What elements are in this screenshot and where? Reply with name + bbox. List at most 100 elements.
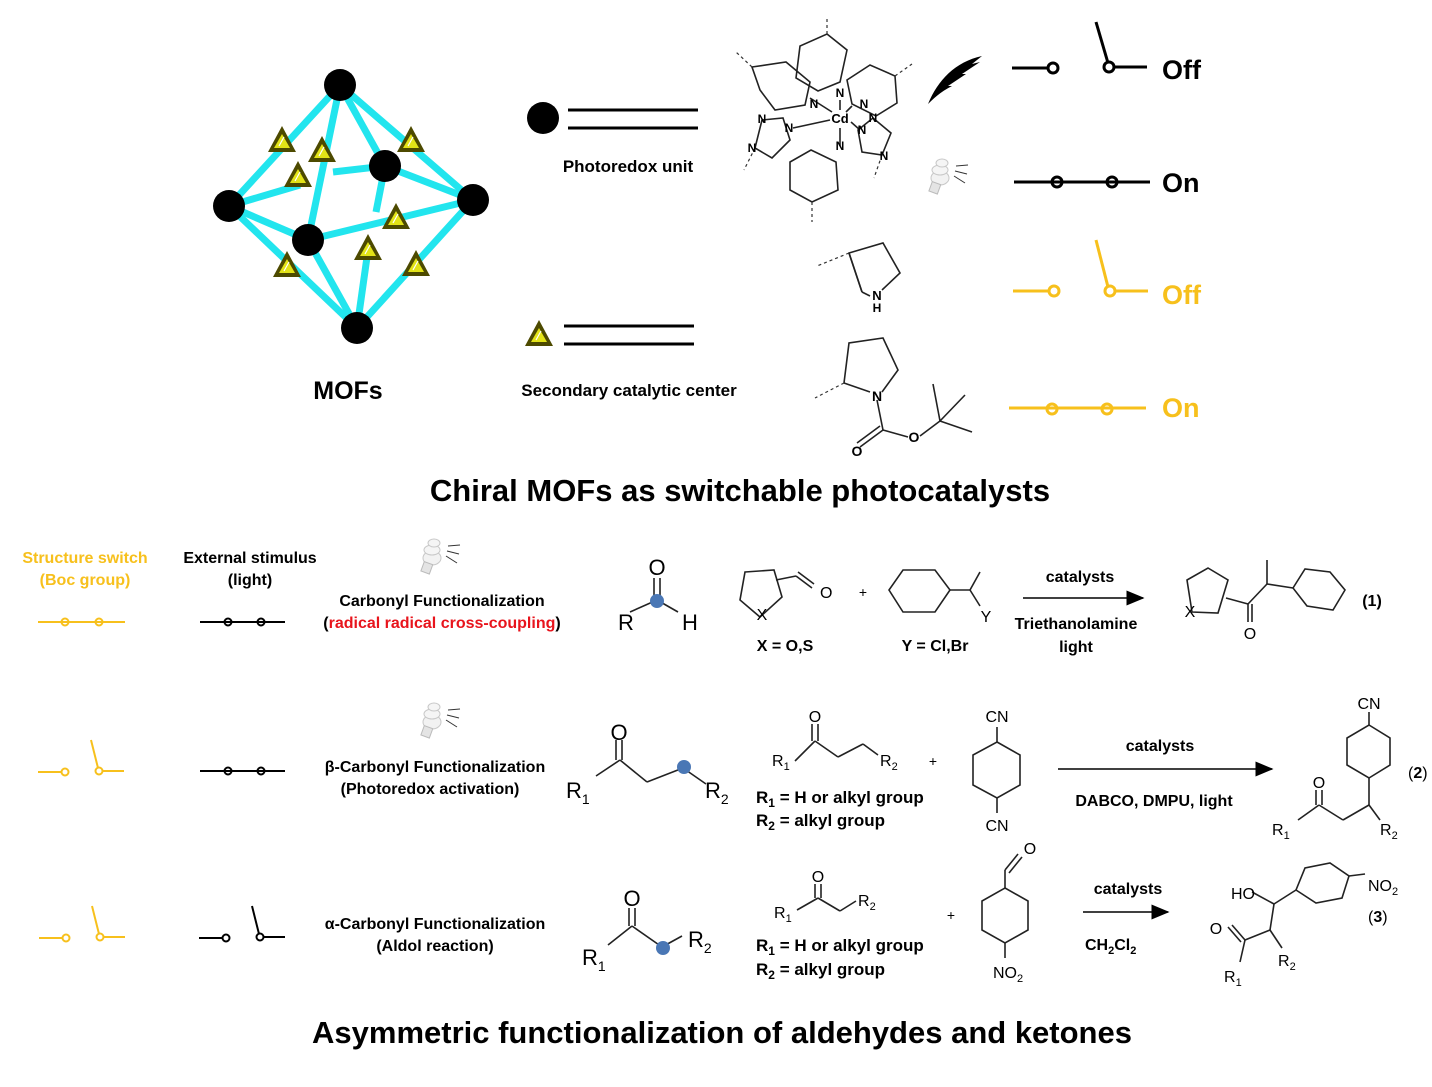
reaction-title: α-Carbonyl Functionalization <box>325 916 546 933</box>
reactive-site-marker <box>650 594 664 608</box>
o-atom: O <box>820 585 832 602</box>
switch-state-label: On <box>1162 168 1200 198</box>
switch-state-label: On <box>1162 393 1200 423</box>
n-atom: N <box>869 111 878 125</box>
x-atom: X <box>1185 604 1196 621</box>
external-stimulus-header: External stimulus <box>183 550 316 567</box>
cn-group: CN <box>985 709 1008 726</box>
o-atom: O <box>809 709 821 726</box>
stimulus-switch-on <box>200 617 285 627</box>
n-atom: N <box>836 86 845 100</box>
n-atom: N <box>872 388 882 404</box>
r1-definition: R1 = H or alkyl group <box>756 936 924 958</box>
r1-group: R1 <box>772 753 790 773</box>
reactant-label: X = O,S <box>757 638 814 655</box>
switch-structure-off: Off <box>1013 239 1202 310</box>
r2-group: R2 <box>705 778 729 807</box>
n-atom: N <box>748 141 757 155</box>
h-atom: H <box>682 610 698 635</box>
stimulus-switch-off <box>199 905 285 943</box>
cd-atom: Cd <box>831 111 848 126</box>
ketone-reactant-structure: O R1 R2 R1 = H or alkyl group R2 = alkyl… <box>756 869 924 982</box>
cd-complex-structure: Cd N N N N N N N N N N <box>735 16 913 222</box>
o-atom: O <box>623 886 640 911</box>
n-atom: N <box>860 97 869 111</box>
phenethyl-halide-structure: Y Y = Cl,Br <box>888 569 992 655</box>
r2-group: R2 <box>1380 822 1398 842</box>
light-bulb-icon <box>420 538 461 575</box>
arrow-condition: catalysts <box>1046 569 1115 586</box>
r-group: R <box>618 610 634 635</box>
heteroaryl-aldehyde-structure: O X X = O,S <box>739 569 832 655</box>
mof-diagram: MOFs <box>213 69 489 405</box>
n-atom: N <box>758 112 767 126</box>
r2-group: R2 <box>1278 953 1296 973</box>
arrow-condition: catalysts <box>1126 738 1195 755</box>
structure-switch-header: Structure switch <box>22 550 147 567</box>
r2-group: R2 <box>858 893 876 913</box>
ketone-reactant-structure: O R1 R2 R1 = H or alkyl group R2 = alkyl… <box>756 709 924 833</box>
product-1-structure: X O (1) <box>1185 560 1382 643</box>
structure-switch-on <box>38 617 125 627</box>
mof-label: MOFs <box>313 377 382 405</box>
metal-node <box>324 69 356 101</box>
secondary-center-triangles <box>267 125 431 278</box>
equation-number: (1) <box>1362 593 1382 610</box>
aldehyde-structure: O R H <box>618 555 698 635</box>
lightning-bolt-icon <box>928 56 982 104</box>
n-atom: N <box>880 149 889 163</box>
y-atom: Y <box>981 609 992 626</box>
o-atom: O <box>1024 841 1036 858</box>
no2-group: NO2 <box>1368 878 1398 898</box>
mof-nodes <box>213 69 489 344</box>
o-atom: O <box>909 429 920 445</box>
r2-group: R2 <box>880 753 898 773</box>
node-symbol-icon <box>527 102 559 134</box>
bottom-section-title: Asymmetric functionalization of aldehyde… <box>312 1015 1132 1050</box>
o-atom: O <box>852 443 863 459</box>
o-atom: O <box>648 555 665 580</box>
r2-definition: R2 = alkyl group <box>756 811 885 833</box>
reaction-subtitle: (Photoredox activation) <box>341 781 520 798</box>
triangle-icon <box>524 319 554 347</box>
n-atom: N <box>810 97 819 111</box>
r2-definition: R2 = alkyl group <box>756 960 885 982</box>
reactive-site-marker <box>656 941 670 955</box>
cn-group: CN <box>1357 696 1380 713</box>
legend-photoredox: Photoredox unit <box>527 102 698 176</box>
product-3-structure: HO O NO2 R1 R2 (3) <box>1210 862 1398 989</box>
external-stimulus-subheader: (light) <box>228 572 272 589</box>
plus-sign: + <box>859 584 867 600</box>
n-atom: N <box>785 121 794 135</box>
switch-structure-on: On <box>1009 393 1200 423</box>
structure-switch-off <box>39 905 125 943</box>
switch-light-on: On <box>1014 168 1200 198</box>
r1-definition: R1 = H or alkyl group <box>756 788 924 810</box>
product-2-structure: CN O R1 R2 (2) <box>1272 696 1428 842</box>
arrow-condition: light <box>1059 639 1093 656</box>
switch-state-label: Off <box>1162 280 1202 310</box>
plus-sign: + <box>947 907 955 923</box>
equation-number: (3) <box>1368 909 1388 926</box>
plus-sign: + <box>929 753 937 769</box>
o-atom: O <box>1313 775 1325 792</box>
reaction-subtitle: (radical radical cross-coupling) <box>323 615 560 632</box>
metal-node <box>457 184 489 216</box>
arrow-condition: catalysts <box>1094 881 1163 898</box>
ketone-substrate-structure: O R1 R2 <box>566 720 729 807</box>
structure-switch-off <box>38 739 124 777</box>
metal-node <box>341 312 373 344</box>
r1-group: R1 <box>582 945 606 974</box>
metal-node <box>213 190 245 222</box>
light-bulb-icon <box>420 702 461 739</box>
structure-switch-subheader: (Boc group) <box>40 572 131 589</box>
reaction-row-2: β-Carbonyl Functionalization (Photoredox… <box>38 696 1428 842</box>
triangle-icon <box>283 160 313 188</box>
n-atom: N <box>858 123 867 137</box>
r1-group: R1 <box>774 905 792 925</box>
o-atom: O <box>1210 921 1222 938</box>
equation-number: (2) <box>1408 765 1428 782</box>
reactant-label: Y = Cl,Br <box>902 638 969 655</box>
r1-group: R1 <box>1272 822 1290 842</box>
